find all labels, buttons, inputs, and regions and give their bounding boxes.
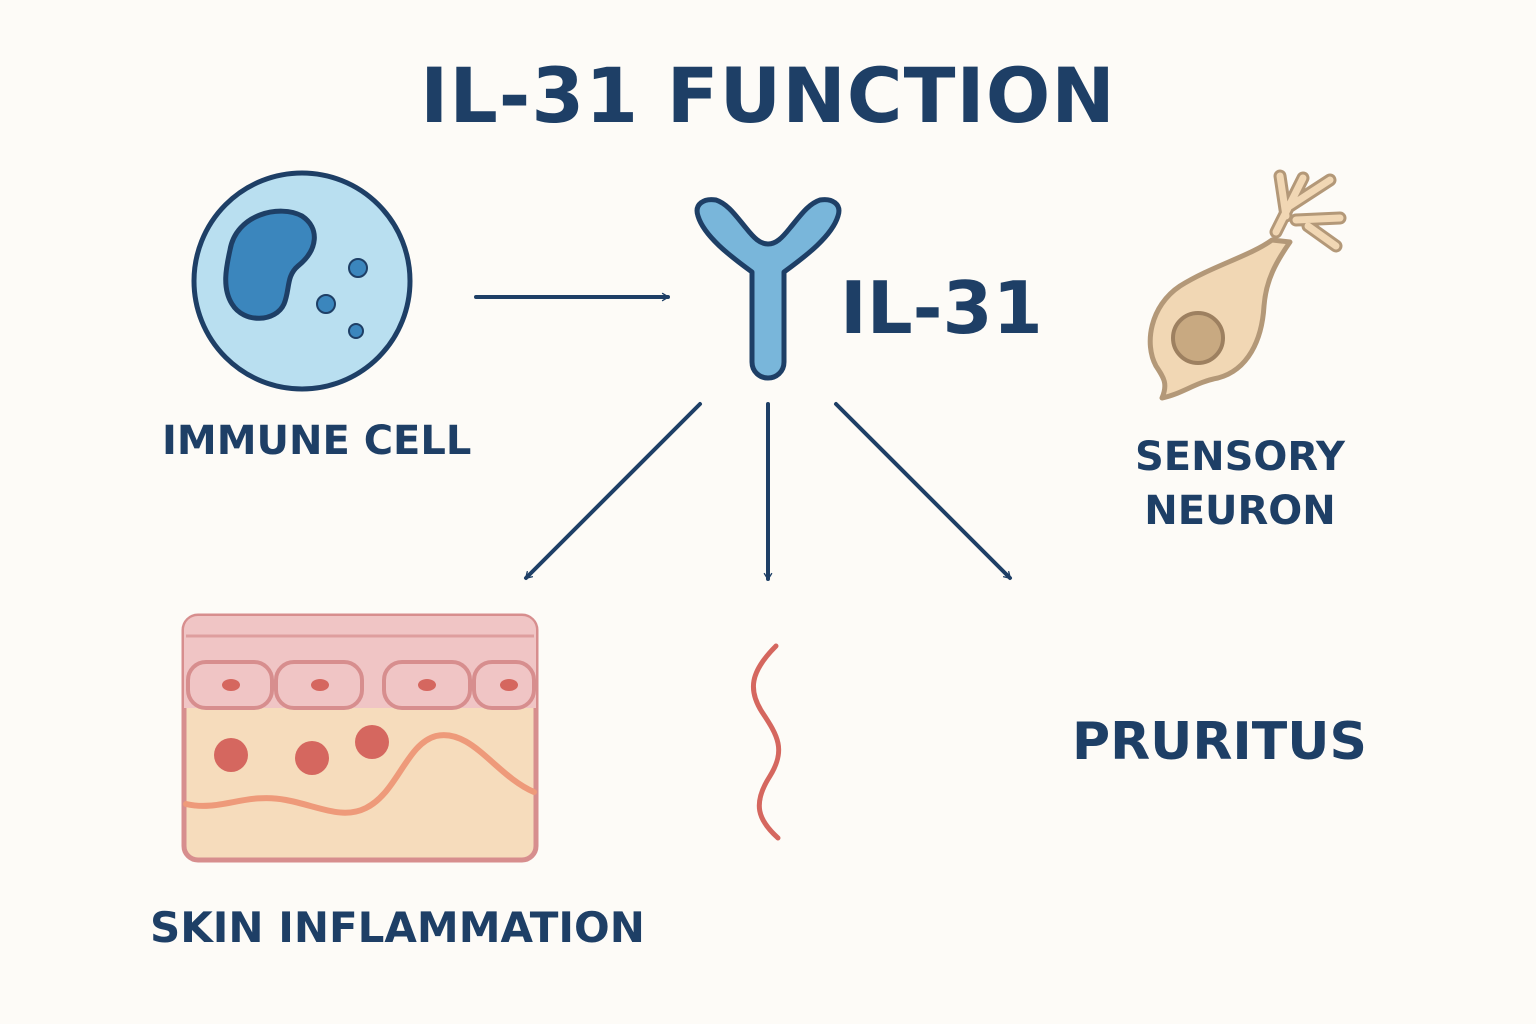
- il31-label: IL-31: [840, 266, 1043, 350]
- pruritus-label: PRURITUS: [1072, 712, 1367, 772]
- skin-section-icon: [181, 613, 539, 863]
- page-title: IL-31 FUNCTION: [420, 51, 1116, 140]
- skin-inflammation-label: SKIN INFLAMMATION: [150, 903, 645, 952]
- immune-cell-label: IMMUNE CELL: [162, 418, 472, 464]
- arrow-il31-to-pruritus: [834, 402, 1012, 580]
- nucleus-shape: [223, 208, 317, 321]
- arrow-il31-to-skin: [524, 402, 702, 580]
- il31-receptor-icon: [694, 197, 842, 381]
- sensory-neuron-icon: [1147, 169, 1347, 401]
- immune-cell-icon: [191, 170, 413, 392]
- itch-wave-icon: [751, 643, 782, 841]
